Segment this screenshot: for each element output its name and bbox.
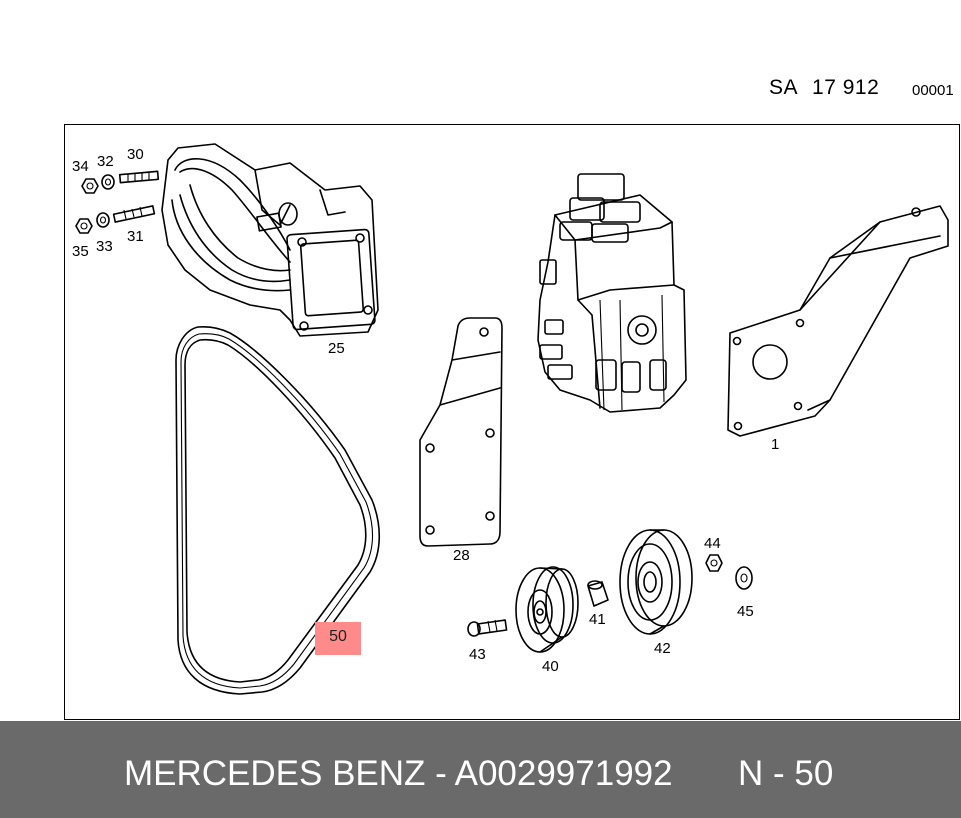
callout-42: 42 [654, 640, 671, 657]
sheet-number: 17 912 [812, 76, 880, 99]
part-35-nut[interactable] [75, 218, 93, 234]
compressor-assembly [537, 173, 687, 413]
sheet-code: SA 17 912 [769, 76, 879, 100]
callout-34: 34 [72, 158, 89, 175]
callout-25: 25 [328, 340, 345, 357]
callout-30: 30 [127, 146, 144, 163]
callout-31: 31 [127, 228, 144, 245]
part-42-pulley[interactable] [619, 529, 693, 635]
part-45-washer[interactable] [735, 566, 753, 590]
part-40-pulley[interactable] [515, 566, 579, 653]
part-31-stud[interactable] [112, 205, 156, 223]
callout-32: 32 [97, 153, 114, 170]
footer-brand-part-number: MERCEDES BENZ - A0029971992 [124, 754, 673, 793]
callout-40: 40 [542, 658, 559, 675]
part-32-washer[interactable] [101, 174, 115, 190]
part-25-bracket[interactable] [161, 143, 379, 337]
diagram-frame [64, 124, 960, 720]
part-50-v-belt[interactable] [175, 325, 381, 695]
highlighted-callout-50[interactable]: 50 [315, 622, 361, 655]
part-43-bolt[interactable] [467, 619, 508, 637]
callout-35: 35 [72, 243, 89, 260]
callout-41: 41 [589, 611, 606, 628]
part-33-washer[interactable] [96, 212, 110, 228]
part-30-stud[interactable] [118, 170, 160, 184]
part-41-spacer[interactable] [587, 580, 609, 607]
part-34-nut[interactable] [81, 178, 99, 194]
highlighted-callout-label: 50 [329, 628, 347, 645]
sheet-sub-code: 00001 [912, 82, 954, 99]
footer-position-number: N - 50 [738, 754, 834, 793]
callout-44: 44 [704, 535, 721, 552]
part-28-plate[interactable] [419, 317, 503, 547]
callout-45: 45 [737, 603, 754, 620]
callout-1: 1 [771, 436, 779, 453]
callout-28: 28 [453, 547, 470, 564]
callout-33: 33 [96, 238, 113, 255]
part-44-nut[interactable] [705, 554, 723, 572]
part-1-bracket[interactable] [727, 205, 949, 437]
callout-43: 43 [469, 646, 486, 663]
sheet-code-prefix: SA [769, 76, 799, 99]
footer-bar: MERCEDES BENZ - A0029971992 N - 50 [0, 721, 961, 818]
